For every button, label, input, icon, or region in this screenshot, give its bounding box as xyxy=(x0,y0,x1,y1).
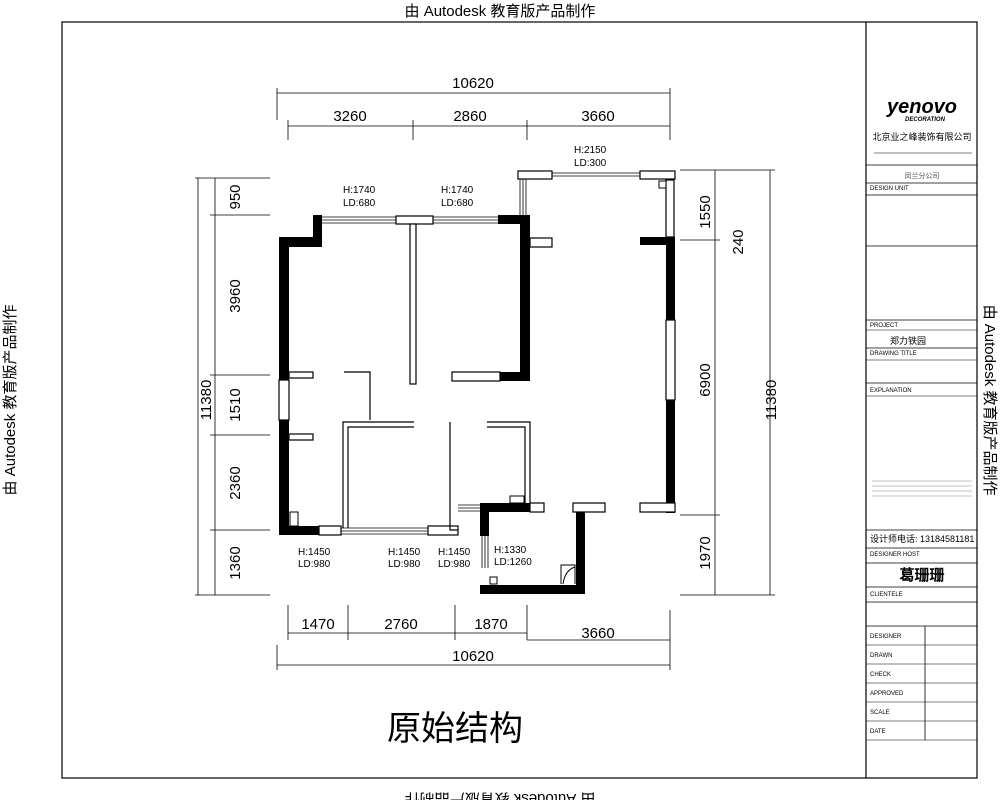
dim-bottom-total: 10620 xyxy=(452,648,494,665)
company-logo: yenovo xyxy=(886,96,957,118)
dimension-lines xyxy=(195,88,775,670)
branch-name: 闵兰分公司 xyxy=(905,171,940,180)
structural-walls xyxy=(279,215,675,594)
fixtures xyxy=(289,180,667,585)
window-label-ld: LD:980 xyxy=(388,559,421,570)
dim-top-total: 10620 xyxy=(452,75,494,92)
dim-left-4: 2360 xyxy=(227,466,244,499)
window-label-h: H:1450 xyxy=(298,547,331,558)
dim-top-3: 3660 xyxy=(581,108,614,125)
clientele-label: CLIENTELE xyxy=(870,592,903,598)
window-label-h: H:1740 xyxy=(343,185,376,196)
check-row-label: CHECK xyxy=(870,672,891,678)
design-unit-label: DESIGN UNIT xyxy=(870,186,909,192)
dim-bottom-1: 1470 xyxy=(301,616,334,633)
window-label-h: H:1330 xyxy=(494,545,527,556)
dim-right-2: 240 xyxy=(730,229,747,254)
window-label-h: H:2150 xyxy=(574,145,607,156)
explanation-label: EXPLANATION xyxy=(870,388,912,394)
drawn-row-label: DRAWN xyxy=(870,653,892,659)
project-label: PROJECT xyxy=(870,323,898,329)
designer-label: DESIGNER HOST xyxy=(870,552,920,558)
dim-bottom-2: 2760 xyxy=(384,616,417,633)
window-labels: H:1740 LD:680 H:1740 LD:680 H:2150 LD:30… xyxy=(298,145,607,570)
window-label-h: H:1450 xyxy=(388,547,421,558)
scale-row-label: SCALE xyxy=(870,710,890,716)
dim-bottom-4: 3660 xyxy=(581,625,614,642)
title-block: yenovo DECORATION 北京业之峰装饰有限公司 闵兰分公司 DESI… xyxy=(866,96,977,741)
dim-left-1: 950 xyxy=(227,184,244,209)
dim-bottom-3: 1870 xyxy=(474,616,507,633)
window-label-h: H:1740 xyxy=(441,185,474,196)
dim-right-4: 1970 xyxy=(697,536,714,569)
designer-signature: 葛珊珊 xyxy=(898,566,944,584)
company-logo-sub: DECORATION xyxy=(905,117,946,123)
drawing-frame xyxy=(61,21,978,779)
partition-walls xyxy=(278,170,676,536)
window-label-ld: LD:980 xyxy=(438,559,471,570)
designer-row-label: DESIGNER xyxy=(870,634,902,640)
company-name: 北京业之峰装饰有限公司 xyxy=(872,131,971,142)
approved-row-label: APPROVED xyxy=(870,691,904,697)
dim-right-1: 1550 xyxy=(697,195,714,228)
project-name: 郑力铁园 xyxy=(890,335,926,346)
window-label-h: H:1450 xyxy=(438,547,471,558)
window-label-ld: LD:980 xyxy=(298,559,331,570)
dim-right-3: 6900 xyxy=(697,363,714,396)
watermark-left: 由 Autodesk 教育版产品制作 xyxy=(2,305,19,496)
window-label-ld: LD:1260 xyxy=(494,557,532,568)
watermark-right: 由 Autodesk 教育版产品制作 xyxy=(981,305,998,496)
watermark-top: 由 Autodesk 教育版产品制作 xyxy=(405,3,596,20)
windows xyxy=(322,172,640,568)
dim-left-2: 3960 xyxy=(227,279,244,312)
drawing-title-label: DRAWING TITLE xyxy=(870,351,917,357)
dim-top-2: 2860 xyxy=(453,108,486,125)
drawing-title: 原始结构 xyxy=(387,709,523,749)
window-label-ld: LD:300 xyxy=(574,158,607,169)
date-row-label: DATE xyxy=(870,729,886,735)
dim-left-3: 1510 xyxy=(227,388,244,421)
dim-left-5: 1360 xyxy=(227,546,244,579)
dim-top-1: 3260 xyxy=(333,108,366,125)
watermark-bottom: 由 Autodesk 教育版产品制作 xyxy=(405,790,596,800)
dim-right-total: 11380 xyxy=(763,380,780,421)
dim-left-total: 11380 xyxy=(198,380,215,421)
designer-phone: 设计师电话: 13184581181 xyxy=(870,533,974,544)
window-label-ld: LD:680 xyxy=(343,198,376,209)
window-label-ld: LD:680 xyxy=(441,198,474,209)
